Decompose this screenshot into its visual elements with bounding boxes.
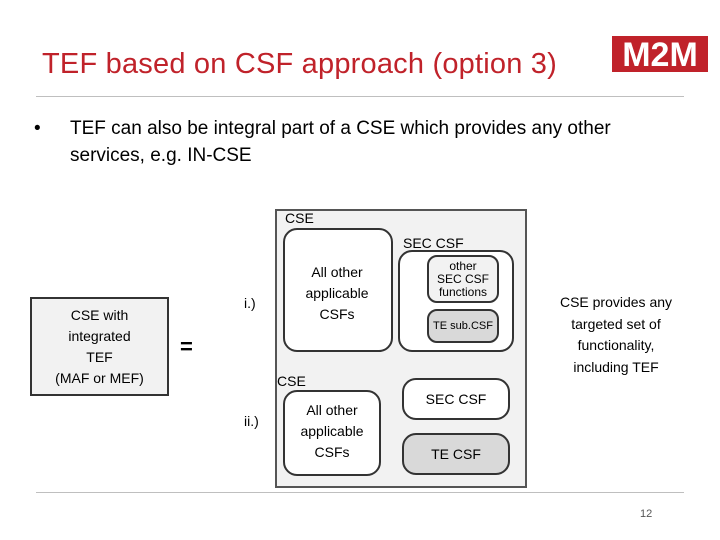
text-line: CSFs <box>319 306 355 322</box>
left-box-line: CSE with <box>70 306 129 323</box>
text-line: CSE provides any <box>559 294 673 310</box>
left-box-line: (MAF or MEF) <box>55 369 144 386</box>
onem2m-logo: M2M <box>612 8 708 72</box>
title-divider <box>36 96 684 97</box>
te-subcsf-box: TE sub.CSF <box>427 309 499 343</box>
text-line: applicable <box>300 423 364 439</box>
m2m-logo-mark: M2M <box>612 36 708 72</box>
cse-label-ii: CSE <box>277 373 306 389</box>
text-line: functions <box>438 284 487 299</box>
bullet-text: TEF can also be integral part of a CSE w… <box>70 118 611 166</box>
equals-sign: = <box>180 334 193 359</box>
footer-divider <box>36 492 684 493</box>
text-line: applicable <box>305 285 369 301</box>
sec-csf-label-ii: SEC CSF <box>425 391 487 407</box>
text-line: All other <box>311 264 363 280</box>
text-line: CSFs <box>314 444 350 460</box>
sec-csf-box-ii: SEC CSF <box>402 378 510 420</box>
svg-text:M2M: M2M <box>622 36 698 72</box>
cse-description: CSE provides any targeted set of functio… <box>548 292 684 378</box>
cse-with-tef-box: CSE with integrated TEF (MAF or MEF) <box>30 297 169 396</box>
text-line: All other <box>306 402 358 418</box>
te-csf-label: TE CSF <box>431 446 481 462</box>
cse-label-top: CSE <box>285 210 314 226</box>
other-csfs-box-ii <box>283 390 381 476</box>
other-csfs-text-i: All other applicable CSFs <box>288 262 386 325</box>
page-number: 12 <box>640 508 653 520</box>
slide-title: TEF based on CSF approach (option 3) <box>42 48 557 80</box>
bullet-dot: • <box>34 118 41 139</box>
te-subcsf-label: TE sub.CSF <box>433 320 493 332</box>
other-sec-functions-box: other SEC CSF functions <box>427 255 499 303</box>
text-line: other <box>449 258 477 273</box>
option-ii-marker: ii.) <box>244 413 259 429</box>
te-csf-box: TE CSF <box>402 433 510 475</box>
text-line: including TEF <box>573 358 659 375</box>
text-line: SEC CSF <box>436 271 489 286</box>
option-i-marker: i.) <box>244 295 256 311</box>
text-line: targeted set of <box>571 315 661 332</box>
left-box-line: TEF <box>86 348 113 365</box>
other-csfs-text-ii: All other applicable CSFs <box>285 400 379 463</box>
other-csfs-box-i <box>283 228 393 352</box>
left-box-line: integrated <box>68 327 131 344</box>
sec-csf-label-i: SEC CSF <box>403 235 464 251</box>
text-line: functionality, <box>577 337 655 353</box>
